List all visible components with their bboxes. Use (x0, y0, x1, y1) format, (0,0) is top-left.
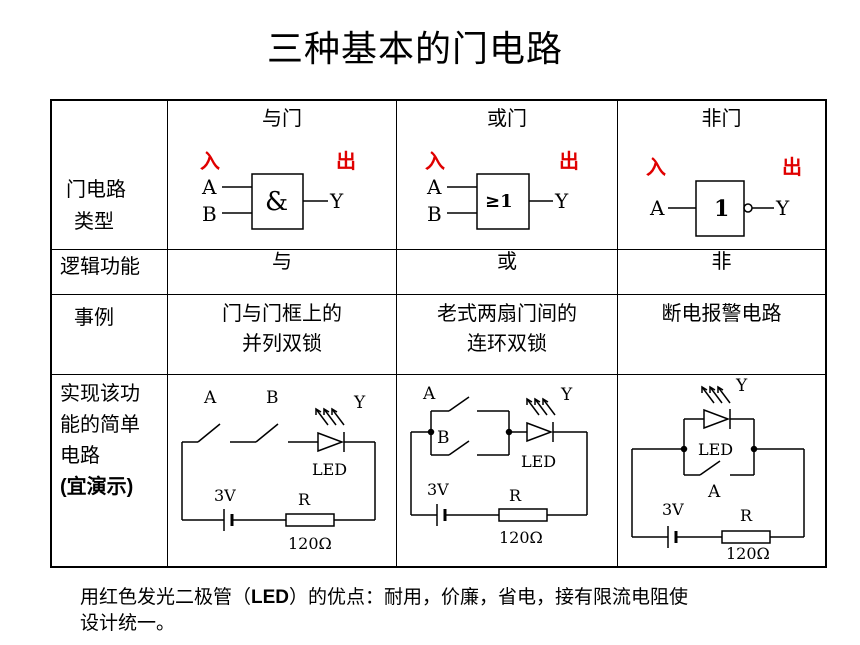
input-a-text: A (201, 175, 217, 199)
output-text: Y (329, 189, 344, 213)
not-gate-symbol: A Y 1 (649, 180, 790, 237)
switch-label: B (437, 428, 450, 448)
example-cell: 老式两扇门间的 连环双锁 (396, 293, 618, 375)
logic-value: 非 (711, 250, 732, 273)
output-label: 出 (559, 149, 579, 173)
or-gate-cell: 或门 入 出 A B Y ≥1 (396, 99, 618, 250)
led-label: LED (312, 460, 347, 479)
gate-symbol-text: 1 (714, 196, 729, 222)
not-circuit-diagram: Y LED A 3V R 120Ω (631, 376, 805, 563)
example-line: 老式两扇门间的 (437, 302, 577, 325)
row-header-text: 逻辑功能 (60, 255, 140, 278)
battery-label: 3V (214, 486, 236, 505)
example-line: 门与门框上的 (222, 302, 342, 325)
gate-symbol-text: & (265, 187, 288, 217)
logic-value: 与 (272, 250, 292, 273)
output-label: 出 (336, 149, 356, 173)
led-output-label: Y (735, 376, 748, 396)
input-label: 入 (200, 149, 220, 173)
row-header-text: 类型 (74, 211, 114, 233)
footnote-text: ）的优点：耐用，价廉，省电，接有限流电阻使 (289, 587, 689, 608)
battery-label: 3V (662, 500, 684, 519)
row-header-type: 门电路 类型 (50, 99, 168, 250)
table-row: 事例 门与门框上的 并列双锁 老式两扇门间的 连环双锁 断电报警电路 (50, 293, 827, 375)
input-b-text: B (427, 202, 442, 226)
and-circuit-cell: A B Y LED 3V R 120Ω (167, 373, 397, 567)
table-row: 门电路 类型 与门 入 出 A B (50, 99, 827, 250)
gate-name: 非门 (701, 108, 742, 130)
page-title: 三种基本的门电路 (266, 28, 563, 69)
logic-cell: 或 (396, 248, 618, 295)
table-row: 实现该功 能的简单 电路 (宜演示) (50, 373, 827, 567)
row-header-text: (宜演示) (60, 475, 134, 498)
row-header-text: 实现该功 (60, 382, 140, 405)
resistance-label: 120Ω (499, 528, 543, 547)
example-cell: 断电报警电路 (617, 293, 827, 375)
switch-label: A (203, 388, 217, 408)
example-line: 连环双锁 (467, 332, 547, 355)
footnote: 用红色发光二极管（LED）的优点：耐用，价廉，省电，接有限流电阻使 设计统一。 (80, 585, 800, 637)
gate-name: 或门 (487, 108, 527, 130)
resistor-label: R (509, 486, 522, 505)
resistor-label: R (298, 490, 311, 509)
example-line: 断电报警电路 (661, 302, 782, 325)
gate-symbol-text: ≥1 (485, 191, 513, 212)
input-label: 入 (646, 155, 666, 179)
or-gate-symbol: A B Y ≥1 (426, 173, 569, 230)
input-label: 入 (425, 149, 445, 173)
or-circuit-cell: A B Y LED 3V R 120Ω (396, 373, 618, 567)
and-gate-symbol: A B Y & (201, 173, 344, 230)
or-circuit-diagram: A B Y LED 3V R 120Ω (410, 384, 588, 547)
led-label: LED (698, 440, 733, 459)
resistance-label: 120Ω (288, 534, 332, 553)
output-text: Y (775, 196, 790, 220)
example-cell: 门与门框上的 并列双锁 (167, 293, 397, 375)
logic-cell: 非 (617, 248, 827, 295)
resistance-label: 120Ω (726, 544, 770, 563)
input-a-text: A (426, 175, 442, 199)
output-text: Y (554, 189, 569, 213)
gate-name: 与门 (262, 108, 302, 130)
switch-label: B (266, 388, 279, 408)
row-header-impl: 实现该功 能的简单 电路 (宜演示) (50, 373, 168, 567)
footnote-bold: LED (251, 587, 290, 608)
gate-table: 门电路 类型 与门 入 出 A B (50, 99, 827, 568)
resistor-label: R (740, 506, 753, 525)
logic-value: 或 (497, 250, 517, 273)
and-gate-cell: 与门 入 出 A B Y & (167, 99, 397, 250)
switch-label: A (422, 384, 436, 404)
battery-label: 3V (427, 480, 449, 499)
logic-cell: 与 (167, 248, 397, 295)
led-label: LED (521, 452, 556, 471)
input-a-text: A (649, 196, 665, 220)
switch-label: A (707, 482, 721, 502)
and-circuit-diagram: A B Y LED 3V R 120Ω (181, 388, 376, 553)
row-header-text: 事例 (74, 306, 114, 329)
not-circuit-cell: Y LED A 3V R 120Ω (617, 373, 827, 567)
footnote-text: 用红色发光二极管（ (80, 587, 252, 608)
input-b-text: B (202, 202, 217, 226)
output-label: 出 (782, 155, 802, 179)
example-line: 并列双锁 (242, 332, 322, 355)
row-header-text: 能的简单 (60, 413, 140, 436)
row-header-example: 事例 (50, 293, 168, 375)
row-header-text: 门电路 (66, 179, 126, 201)
row-header-logic: 逻辑功能 (50, 248, 168, 295)
led-output-label: Y (353, 393, 366, 413)
table-row: 逻辑功能 与 或 非 (50, 248, 827, 295)
not-gate-cell: 非门 入 出 A Y 1 (617, 99, 827, 250)
led-output-label: Y (560, 385, 573, 405)
footnote-text: 设计统一。 (80, 613, 176, 634)
row-header-text: 电路 (60, 444, 100, 467)
